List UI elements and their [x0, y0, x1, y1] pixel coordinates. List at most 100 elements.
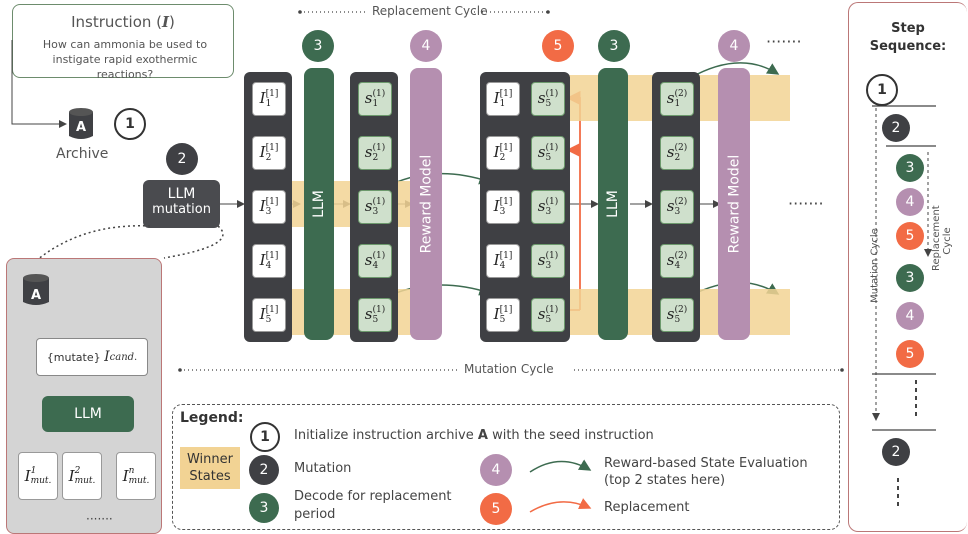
step-sequence-title-2: Sequence:	[869, 39, 947, 54]
instruction-cell-4: I[1]4	[252, 244, 286, 278]
legend-winner-states: Winner States	[180, 447, 240, 489]
seq-mutation-cycle-label: Mutation Cycle	[869, 228, 881, 303]
legend-title: Legend:	[180, 410, 244, 426]
legend-1-suffix: with the seed instruction	[487, 428, 654, 443]
step-3-badge-a: 3	[302, 30, 334, 62]
legend-2-badge: 2	[249, 455, 279, 485]
reward-bar-1: Reward Model	[410, 68, 442, 340]
state-cell-1-4: s(1)4	[358, 244, 392, 278]
instruction-title-suffix: )	[169, 13, 175, 31]
step-4-badge-a: 4	[410, 30, 442, 62]
step-1-badge: 1	[114, 108, 146, 140]
inset-db-icon	[22, 272, 50, 312]
inset-mutate-sub: cand.	[109, 351, 138, 363]
llm-bar-2-label: LLM	[605, 190, 621, 218]
instruction-text: How can ammonia be used to instigate rap…	[42, 38, 208, 81]
instruction-title: Instruction (I)	[13, 13, 233, 31]
replaced-state-cell-5: s(1)5	[531, 298, 565, 332]
legend-4-text: Reward-based State Evaluation (top 2 sta…	[604, 456, 808, 488]
step-2-badge: 2	[166, 143, 198, 175]
top-dots: ·······	[766, 32, 802, 51]
sequence-step-2: 2	[882, 114, 910, 142]
replaced-state-cell-1: s(1)5	[531, 82, 565, 116]
inset-dots: ·······	[86, 512, 113, 526]
llm-mutation-line2: mutation	[152, 202, 211, 217]
state-cell-2-2: s(2)2	[660, 136, 694, 170]
llm-mutation-line1: LLM	[167, 186, 196, 202]
reward-bar-2-label: Reward Model	[726, 154, 742, 254]
instruction-cell-1: I[1]1	[252, 82, 286, 116]
state-cell-1-5: s(1)5	[358, 298, 392, 332]
instruction-title-var: I	[162, 13, 170, 31]
sequence-step-8: 5	[896, 340, 924, 368]
replaced-state-cell-4: s(1)3	[531, 244, 565, 278]
instruction-cell-2: I[1]2	[252, 136, 286, 170]
legend-box	[172, 404, 840, 530]
instruction-cell-b-1: I[1]1	[486, 82, 520, 116]
mutation-cycle-label: Mutation Cycle	[464, 362, 554, 376]
state-cell-1-2: s(1)2	[358, 136, 392, 170]
instruction-cell-b-2: I[1]2	[486, 136, 520, 170]
instruction-cell-5: I[1]5	[252, 298, 286, 332]
legend-winner-label: Winner States	[186, 452, 233, 484]
archive-label: Archive	[56, 146, 109, 162]
legend-1-badge: 1	[250, 422, 280, 452]
legend-5-badge: 5	[480, 493, 512, 525]
instruction-cell-b-3: I[1]3	[486, 190, 520, 224]
llm-bar-1: LLM	[304, 68, 334, 340]
reward-bar-1-label: Reward Model	[418, 154, 434, 254]
seq-replacement-cycle-label: Replacement Cycle	[931, 205, 953, 271]
sequence-step-1: 1	[866, 74, 898, 106]
legend-1-prefix: Initialize instruction archive	[294, 428, 478, 443]
legend-1-text: Initialize instruction archive A with th…	[294, 428, 654, 443]
inset-mutate-prefix: {mutate}	[46, 350, 101, 364]
step-5-badge: 5	[542, 30, 574, 62]
inset-llm-box: LLM	[42, 396, 134, 432]
right-dots: ·······	[788, 194, 824, 213]
instruction-cell-3: I[1]3	[252, 190, 286, 224]
step-sequence-title: Step Sequence:	[852, 20, 964, 56]
llm-mutation-box: LLM mutation	[143, 180, 220, 228]
instruction-box: Instruction (I) How can ammonia be used …	[12, 4, 234, 81]
sequence-step-3: 3	[896, 154, 924, 182]
sequence-step-4: 4	[896, 188, 924, 216]
replaced-state-cell-3: s(1)3	[531, 190, 565, 224]
step-3-badge-b: 3	[598, 30, 630, 62]
state-cell-2-3: s(2)3	[660, 190, 694, 224]
step-sequence-panel	[848, 2, 967, 532]
legend-5-text: Replacement	[604, 500, 690, 515]
legend-4-badge: 4	[480, 454, 512, 486]
inset-mutate-var: I	[104, 349, 110, 365]
llm-bar-1-label: LLM	[311, 190, 327, 218]
sequence-step-9: 2	[882, 438, 910, 466]
legend-2-text: Mutation	[294, 461, 352, 476]
step-sequence-title-1: Step	[891, 21, 925, 36]
sequence-step-5: 5	[896, 222, 924, 250]
state-cell-2-5: s(2)5	[660, 298, 694, 332]
instruction-cell-b-5: I[1]5	[486, 298, 520, 332]
state-cell-1-3: s(1)3	[358, 190, 392, 224]
replacement-cycle-label: Replacement Cycle	[372, 4, 488, 18]
state-cell-1-1: s(1)1	[358, 82, 392, 116]
inset-llm-label: LLM	[74, 406, 102, 422]
state-cell-2-1: s(2)1	[660, 82, 694, 116]
state-cell-2-4: s(2)4	[660, 244, 694, 278]
instruction-title-prefix: Instruction (	[71, 13, 162, 31]
step-4-badge-b: 4	[718, 30, 750, 62]
instruction-cell-b-4: I[1]4	[486, 244, 520, 278]
replaced-state-cell-2: s(1)5	[531, 136, 565, 170]
archive-db-icon	[68, 106, 94, 146]
inset-db-letter: A	[30, 288, 42, 303]
llm-bar-2: LLM	[598, 68, 628, 340]
sequence-step-6: 3	[896, 264, 924, 292]
legend-3-text: Decode for replacement period	[294, 489, 452, 522]
archive-db-letter: A	[75, 120, 87, 135]
reward-bar-2: Reward Model	[718, 68, 750, 340]
legend-3-badge: 3	[249, 493, 279, 523]
legend-1-bold: A	[477, 428, 488, 443]
sequence-step-7: 4	[896, 302, 924, 330]
